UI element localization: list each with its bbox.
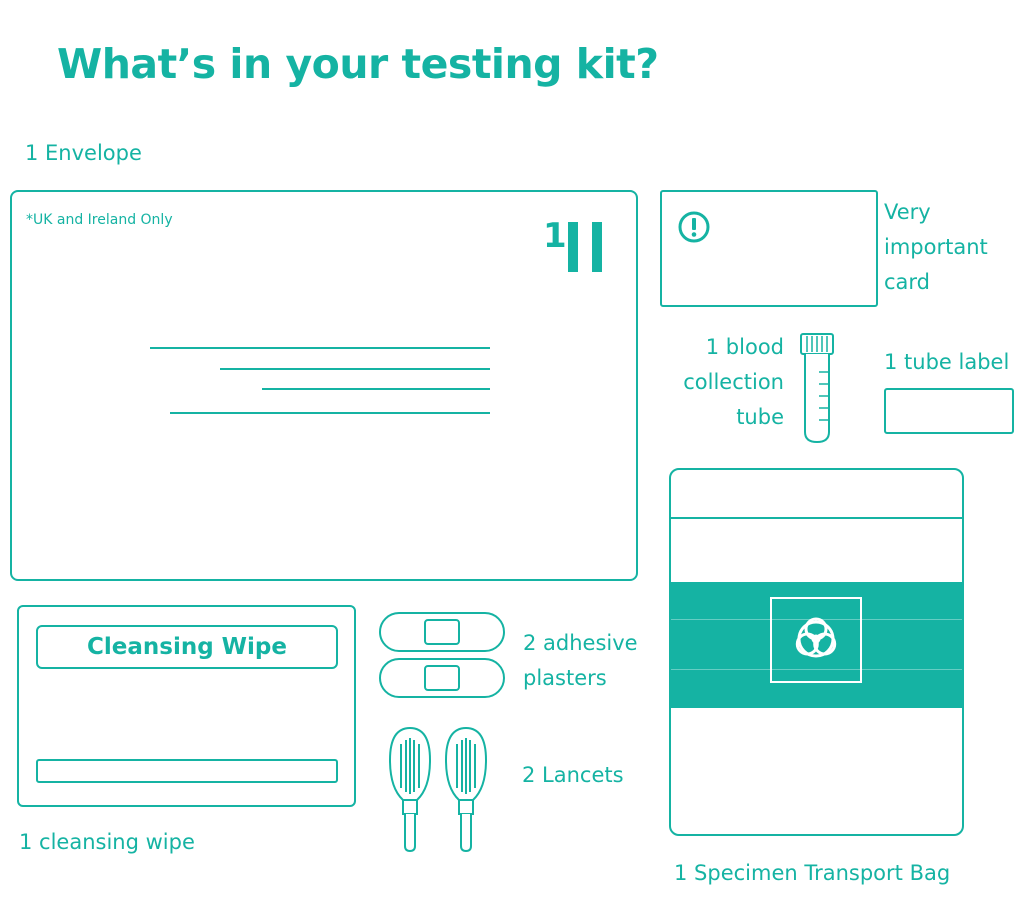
cleansing-wipe-packet: Cleansing Wipe <box>17 605 356 807</box>
plasters-label-line-2: plasters <box>523 666 607 690</box>
plaster-icon <box>379 612 505 652</box>
wipe-tear-strip <box>36 759 338 783</box>
card-label-line-3: card <box>884 270 931 294</box>
tube-label-line-2: collection <box>683 370 784 394</box>
blood-tube-icon <box>800 333 834 444</box>
bag-seal-line <box>671 517 962 519</box>
tube-label-line-3: tube <box>736 405 784 429</box>
lancet-icons <box>388 726 488 853</box>
tube-label-line-1: 1 blood <box>705 335 784 359</box>
envelope-note: *UK and Ireland Only <box>26 212 173 228</box>
wipe-title-box: Cleansing Wipe <box>36 625 338 669</box>
address-line <box>220 368 490 370</box>
plasters-label-line-1: 2 adhesive <box>523 631 638 655</box>
tube-label-text: 1 tube label <box>884 350 1010 374</box>
lancet-icon <box>444 726 488 853</box>
card-label-line-2: important <box>884 235 988 259</box>
tube-label-sticker <box>884 388 1014 434</box>
card-label-line-1: Very <box>884 200 931 224</box>
envelope-label: 1 Envelope <box>25 141 142 165</box>
bag-band <box>671 582 962 708</box>
biohazard-icon <box>795 617 837 658</box>
lancet-icon <box>388 726 432 853</box>
plaster-icon <box>379 658 505 698</box>
wipe-label: 1 cleansing wipe <box>19 830 195 854</box>
bag-label: 1 Specimen Transport Bag <box>674 861 951 885</box>
plaster-icons <box>379 612 505 698</box>
important-card <box>660 190 878 307</box>
page-title: What’s in your testing kit? <box>57 40 659 88</box>
band-line <box>671 669 962 670</box>
biohazard-frame <box>770 597 862 683</box>
exclamation-icon <box>678 211 710 243</box>
envelope-stamp-bar <box>592 222 602 272</box>
address-line <box>150 347 490 349</box>
address-line <box>170 412 490 414</box>
envelope-stamp-bar <box>568 222 578 272</box>
envelope: *UK and Ireland Only 1 <box>10 190 638 581</box>
lancets-label: 2 Lancets <box>522 763 624 787</box>
envelope-stamp-number: 1 <box>543 216 567 256</box>
wipe-title: Cleansing Wipe <box>87 634 287 660</box>
address-line <box>262 388 490 390</box>
specimen-bag <box>669 468 964 836</box>
